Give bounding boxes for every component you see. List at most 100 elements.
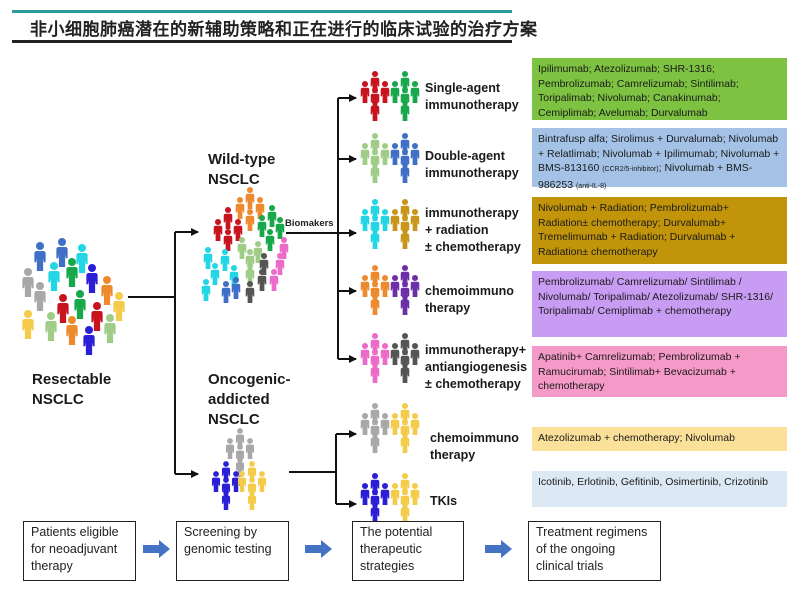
person-icon bbox=[400, 488, 410, 511]
person-icon bbox=[400, 360, 410, 383]
person-icon bbox=[360, 142, 370, 165]
person-icon bbox=[370, 500, 380, 523]
strategy-label-double-agent: Double-agent immunotherapy bbox=[425, 149, 519, 180]
regimen-box-immuno-antiangiogenesis: Apatinib+ Camrelizumab; Pembrolizumab + … bbox=[532, 346, 787, 397]
person-icon bbox=[101, 276, 113, 305]
person-icon bbox=[400, 98, 410, 121]
regimen-text-cont: ; Nivolumab + BMS-986253 bbox=[538, 162, 753, 191]
title-accent-line bbox=[12, 10, 512, 13]
regimen-text: Ipilimumab; Atezolizumab; SHR-1316; Pemb… bbox=[538, 63, 739, 119]
person-icon bbox=[245, 208, 255, 231]
person-icon bbox=[390, 208, 400, 231]
person-icon bbox=[380, 342, 390, 365]
person-icon bbox=[245, 186, 255, 209]
person-icon bbox=[221, 280, 231, 303]
person-icon bbox=[225, 438, 235, 459]
strategy-label-immuno-antiangiogenesis: immunotherapy+ antiangiogenesis ± chemot… bbox=[425, 343, 528, 391]
person-icon bbox=[360, 274, 370, 297]
resectable-nsclc-label: Resectable NSCLC bbox=[32, 371, 112, 408]
workflow-arrow-icon bbox=[305, 540, 332, 558]
person-icon bbox=[370, 348, 380, 371]
person-icon bbox=[83, 326, 95, 355]
person-icon bbox=[380, 482, 390, 505]
person-icon bbox=[400, 86, 410, 109]
person-icon bbox=[34, 242, 46, 271]
person-icon bbox=[370, 360, 380, 383]
person-icon bbox=[213, 218, 223, 241]
person-icon bbox=[360, 342, 370, 365]
person-icon bbox=[237, 236, 247, 259]
workflow-step-patients: Patients eligible for neoadjuvant therap… bbox=[23, 521, 136, 581]
person-icon bbox=[370, 86, 380, 109]
person-icon bbox=[22, 268, 34, 297]
person-icon bbox=[265, 228, 275, 251]
workflow-arrow-icon bbox=[143, 540, 170, 558]
person-icon bbox=[211, 471, 221, 492]
oncogenic-addicted-nsclc-label: Oncogenic- addicted NSCLC bbox=[208, 371, 291, 428]
person-icon bbox=[390, 80, 400, 103]
person-icon bbox=[400, 348, 410, 371]
person-icon bbox=[229, 264, 239, 287]
person-icon bbox=[237, 471, 247, 492]
person-icon bbox=[410, 80, 420, 103]
regimen-text: Atezolizumab + chemotherapy; Nivolumab bbox=[538, 432, 735, 444]
person-icon bbox=[223, 228, 233, 251]
person-icon bbox=[91, 302, 103, 331]
person-icon bbox=[370, 418, 380, 441]
workflow-step-screening: Screening by genomic testing bbox=[176, 521, 289, 581]
person-icon bbox=[235, 196, 245, 219]
person-icon bbox=[380, 208, 390, 231]
strategy-label-chemoimmuno-oncogenic: chemoimmuno therapy bbox=[430, 431, 519, 462]
person-icon bbox=[390, 342, 400, 365]
person-icon bbox=[400, 148, 410, 171]
regimen-box-immuno-radiation: Nivolumab + Radiation; Pembrolizumab+ Ra… bbox=[532, 197, 787, 264]
regimen-box-tkis: Icotinib, Erlotinib, Gefitinib, Osimerti… bbox=[532, 471, 787, 507]
person-icon bbox=[104, 314, 116, 343]
person-icon bbox=[66, 258, 78, 287]
workflow-step-label: The potential therapeutic strategies bbox=[360, 525, 433, 573]
person-icon bbox=[400, 500, 410, 523]
person-icon bbox=[56, 238, 68, 267]
person-icon bbox=[201, 278, 211, 301]
person-icon bbox=[400, 280, 410, 303]
person-icon bbox=[257, 268, 267, 291]
person-icon bbox=[400, 226, 410, 249]
person-icon bbox=[380, 142, 390, 165]
person-icon bbox=[45, 312, 57, 341]
person-icon bbox=[210, 262, 220, 285]
strategy-label-tkis: TKIs bbox=[430, 494, 458, 508]
person-icon bbox=[390, 482, 400, 505]
person-icon bbox=[370, 488, 380, 511]
person-icon bbox=[370, 292, 380, 315]
person-icon bbox=[400, 430, 410, 453]
regimen-text: Bintrafusp alfa; Sirolimus + Durvalumab;… bbox=[538, 133, 780, 174]
person-icon bbox=[245, 280, 255, 303]
person-icon bbox=[410, 142, 420, 165]
strategy-label-immuno-radiation: immunotherapy + radiation ± chemotherapy bbox=[425, 206, 521, 254]
regimen-note: (CCR2/5-inhibitor) bbox=[602, 166, 659, 173]
person-icon bbox=[223, 206, 233, 229]
person-icon bbox=[76, 244, 88, 273]
person-icon bbox=[57, 294, 69, 323]
workflow-step-label: Patients eligible for neoadjuvant therap… bbox=[31, 525, 119, 573]
person-icon bbox=[275, 216, 285, 239]
person-icon bbox=[253, 240, 263, 263]
person-icon bbox=[257, 214, 267, 237]
regimen-text: Nivolumab + Radiation; Pembrolizumab+ Ra… bbox=[538, 202, 736, 258]
title-underline bbox=[12, 40, 512, 43]
person-icon bbox=[370, 98, 380, 121]
person-icon bbox=[390, 274, 400, 297]
person-icon bbox=[22, 310, 34, 339]
person-icon bbox=[370, 280, 380, 303]
person-icon bbox=[380, 274, 390, 297]
person-icon bbox=[269, 268, 279, 291]
person-icon bbox=[370, 160, 380, 183]
person-icon bbox=[231, 276, 241, 299]
regimen-box-chemoimmuno-oncogenic: Atezolizumab + chemotherapy; Nivolumab bbox=[532, 427, 787, 451]
person-icon bbox=[360, 208, 370, 231]
person-icon bbox=[400, 160, 410, 183]
person-icon bbox=[66, 316, 78, 345]
person-icon bbox=[245, 438, 255, 459]
